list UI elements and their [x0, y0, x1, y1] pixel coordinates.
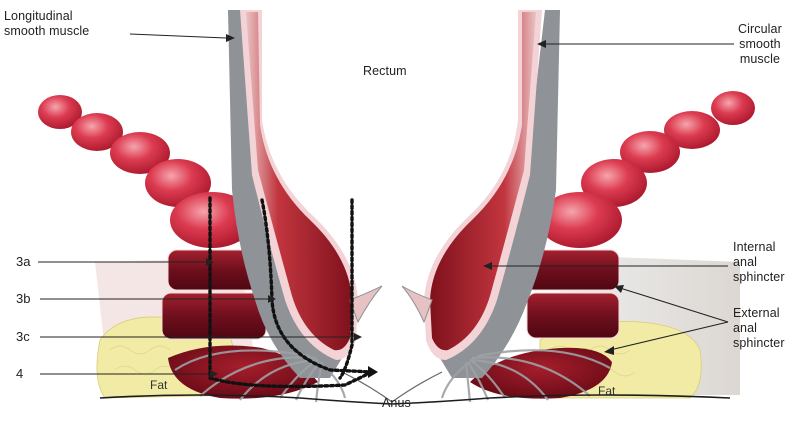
grade-3b-label: 3b: [16, 291, 30, 306]
longitudinal-smooth-muscle-label: Longitudinal smooth muscle: [4, 9, 89, 39]
left-fat-label: Fat: [150, 378, 167, 392]
grade-3a-label: 3a: [16, 254, 30, 269]
circular-smooth-muscle-label: Circular smooth muscle: [738, 22, 782, 67]
longitudinal-leader: [130, 34, 226, 38]
right-fat-label: Fat: [598, 384, 615, 398]
internal-anal-sphincter-label: Internal anal sphincter: [733, 240, 785, 285]
rectum-label: Rectum: [363, 64, 407, 79]
left-external-sphincter-block-lower: [162, 293, 266, 339]
left-muscle-chain: [38, 95, 254, 248]
right-muscle-chain: [538, 91, 755, 248]
grade-4-label: 4: [16, 366, 23, 381]
right-external-sphincter-block-lower: [527, 293, 619, 338]
external-anal-sphincter-label: External anal sphincter: [733, 306, 785, 351]
grade-3c-label: 3c: [16, 329, 30, 344]
anus-arrowhead: [368, 366, 378, 378]
anus-label: Anus: [382, 396, 411, 411]
